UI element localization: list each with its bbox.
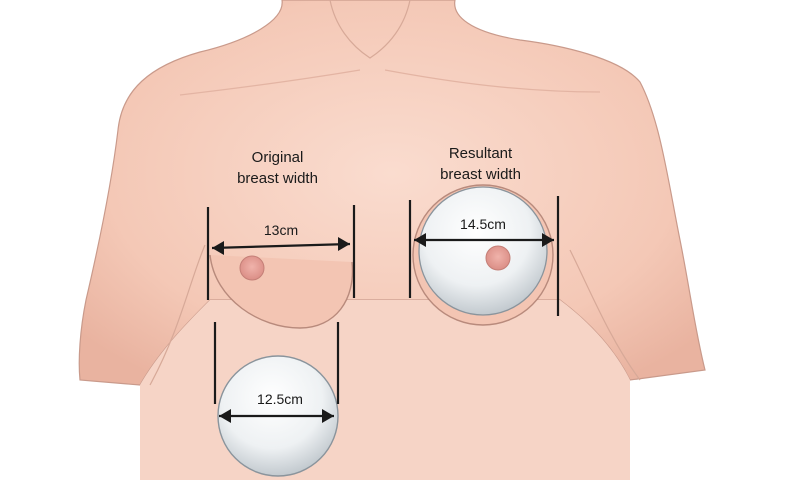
resultant-label-line2: breast width	[440, 166, 521, 183]
original-label-line2: breast width	[237, 170, 318, 187]
resultant-label-line1: Resultant	[448, 145, 513, 162]
abdomen	[140, 300, 630, 480]
original-width-arrow	[211, 242, 351, 250]
resultant-arrowhead-right	[542, 233, 554, 247]
implant-width-value: 12.5cm	[257, 391, 303, 407]
original-breast-width-label: Original breast width	[215, 147, 340, 189]
original-arrowhead-left	[212, 241, 224, 255]
resultant-arrowhead-left	[414, 233, 426, 247]
original-label-line1: Original	[251, 149, 304, 166]
clavicle-left	[179, 69, 361, 96]
original-nipple	[239, 255, 265, 281]
implant-arrowhead-left	[219, 409, 231, 423]
resultant-implant	[418, 186, 548, 316]
resultant-breast-width-label: Resultant breast width	[418, 143, 543, 185]
resultant-nipple	[485, 245, 511, 271]
implant-arrowhead-right	[322, 409, 334, 423]
original-arrowhead-right	[338, 237, 350, 251]
neck-contour	[329, 0, 411, 59]
arm-left-contour	[149, 244, 206, 386]
clavicle-right	[384, 69, 601, 93]
original-width-value: 13cm	[263, 222, 299, 238]
arm-right-contour	[569, 249, 641, 381]
resultant-width-value: 14.5cm	[460, 216, 506, 232]
